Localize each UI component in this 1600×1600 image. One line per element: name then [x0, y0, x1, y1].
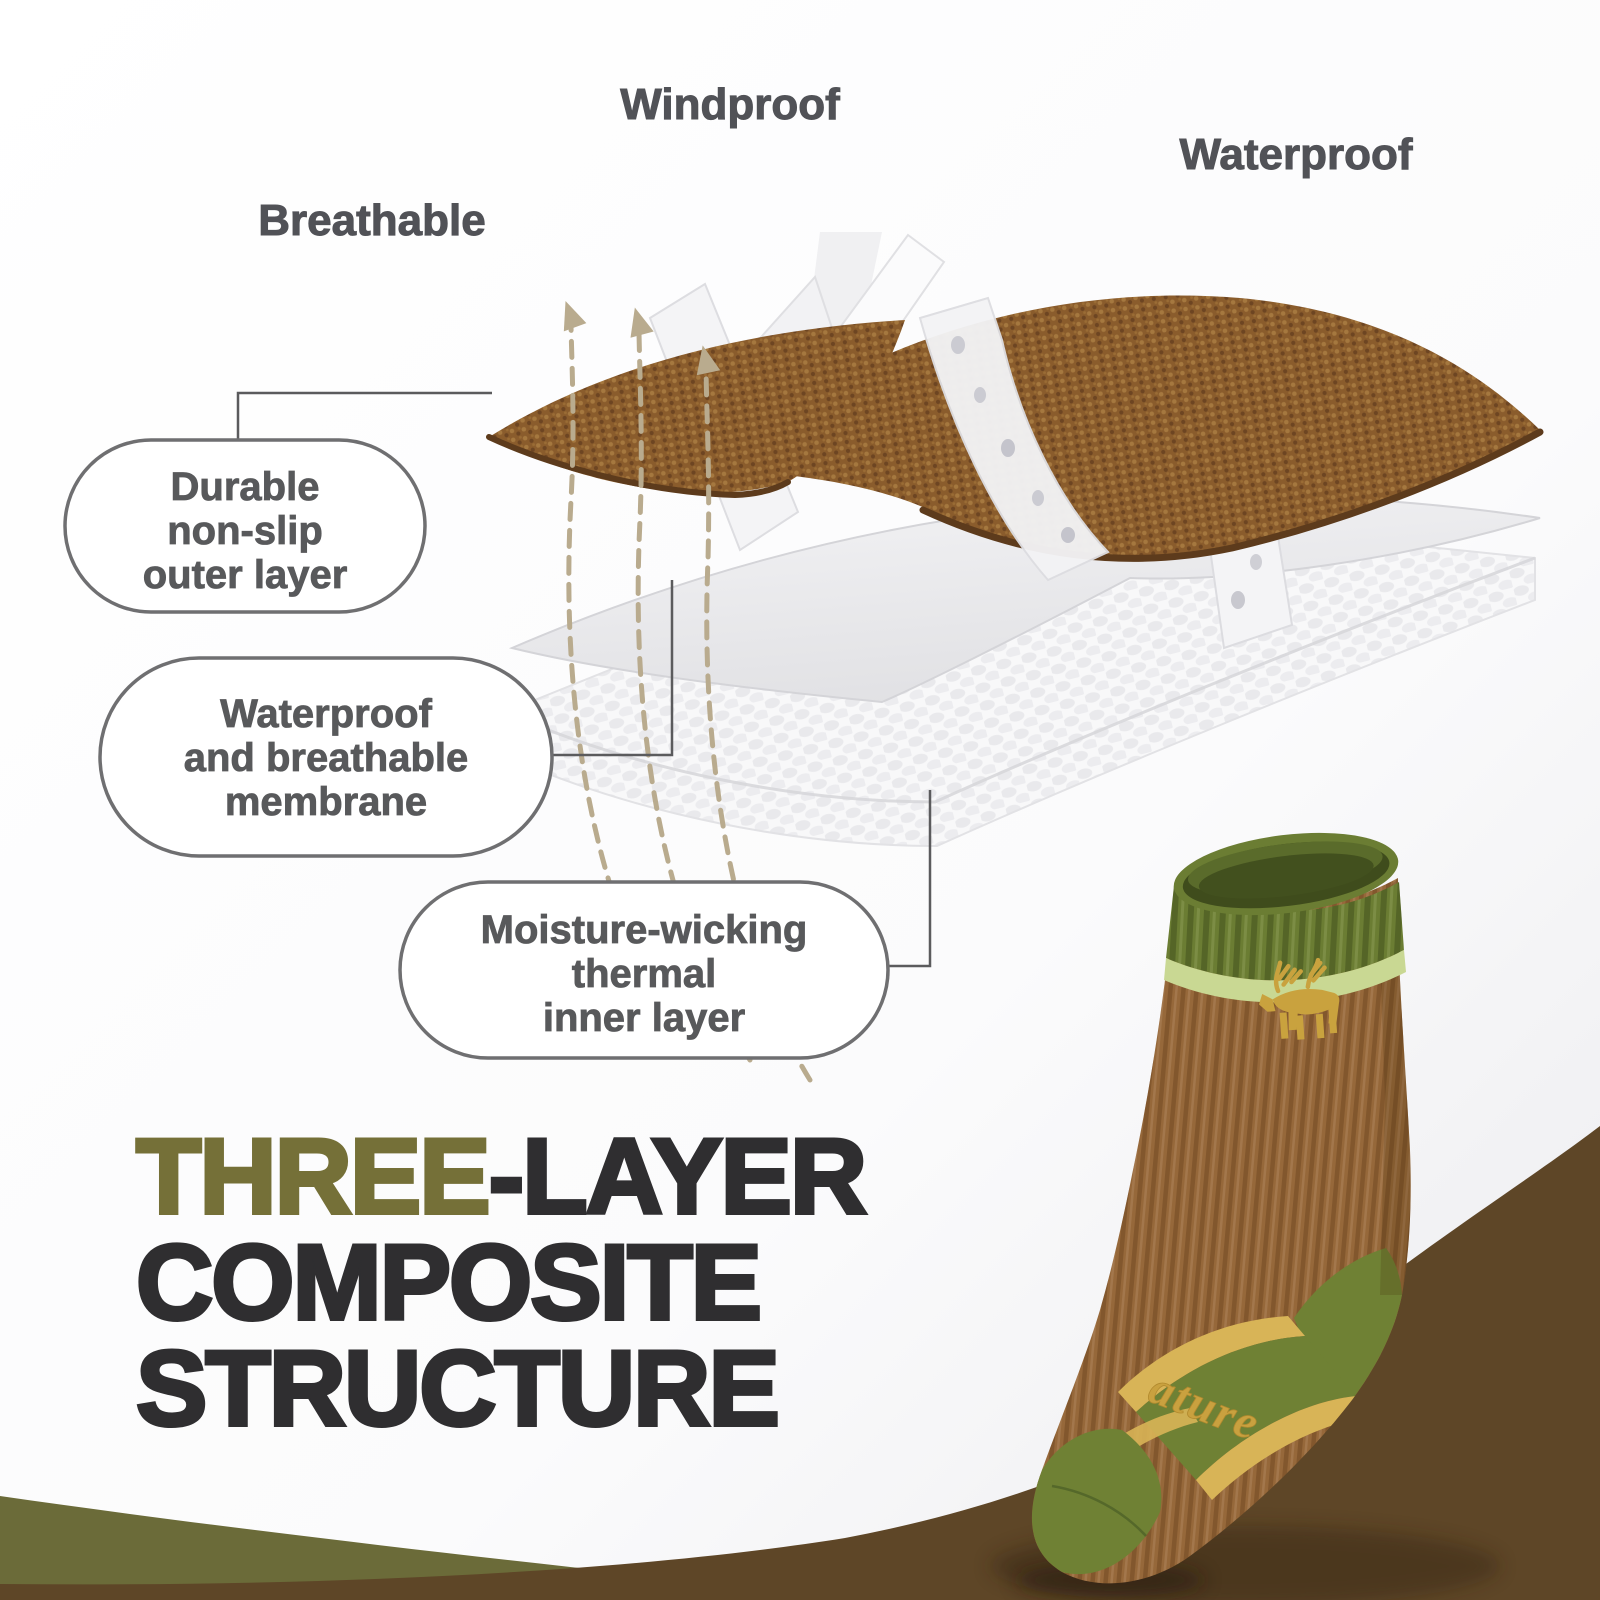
callout-inner-layer: Moisture-wicking thermal inner layer	[398, 880, 890, 1060]
arrowheads	[563, 300, 721, 376]
sock-cuff	[1164, 832, 1406, 1003]
callout-outer-layer: Durable non-slip outer layer	[63, 438, 427, 614]
sock-green-band	[1136, 1336, 1356, 1480]
callout-connectors	[236, 391, 932, 968]
callout-bubble	[98, 656, 554, 858]
callout-membrane: Waterproof and breathable membrane	[98, 656, 554, 858]
arrow-up-icon	[563, 300, 587, 332]
toe-seam	[1051, 1484, 1147, 1537]
windproof-strip-middle	[918, 296, 1110, 582]
outer-layer-front-wing	[486, 320, 905, 499]
callout-text: inner layer	[543, 996, 745, 1040]
layer-diagram	[486, 232, 1544, 1083]
callout-text: non-slip	[167, 509, 323, 553]
connector-inner-layer	[876, 790, 932, 968]
cuff-light-stripe	[1164, 950, 1406, 1003]
callout-text: and breathable	[184, 736, 469, 780]
title-accent-word: THREE	[136, 1116, 489, 1236]
callout-text: Moisture-wicking	[481, 908, 808, 952]
callout-text: Durable	[171, 465, 320, 509]
title-line-1: THREE-LAYER	[136, 1116, 866, 1236]
arrow-up-icon	[696, 345, 721, 376]
callout-text: thermal	[572, 952, 717, 996]
callout-bubble	[398, 880, 890, 1060]
title-line-2: COMPOSITE	[136, 1222, 760, 1342]
callout-text: outer layer	[143, 553, 348, 597]
connector-outer-layer	[236, 391, 492, 442]
outer-layer-graphic	[700, 295, 1544, 562]
page-title: THREE-LAYER COMPOSITE STRUCTURE	[134, 1114, 870, 1450]
waterproof-label: Waterproof	[1179, 130, 1412, 179]
callout-text: membrane	[225, 780, 427, 824]
cuff-opening	[1173, 832, 1399, 916]
bottom-olive-band	[0, 1496, 880, 1600]
breathable-label: Breathable	[258, 196, 485, 245]
sock-toe-cap	[1031, 1428, 1162, 1575]
sock-gold-stripe	[1118, 1316, 1305, 1412]
callout-bubble	[63, 438, 427, 614]
title-line-3: STRUCTURE	[136, 1328, 778, 1448]
connector-membrane	[550, 580, 674, 757]
callout-text: Waterproof	[220, 692, 433, 736]
windproof-label: Windproof	[620, 80, 840, 129]
moose-icon	[1258, 957, 1340, 1040]
arrow-up-icon	[630, 307, 654, 338]
sock-gold-stripe	[1196, 1396, 1372, 1500]
title-rest-word: -LAYER	[489, 1116, 866, 1236]
